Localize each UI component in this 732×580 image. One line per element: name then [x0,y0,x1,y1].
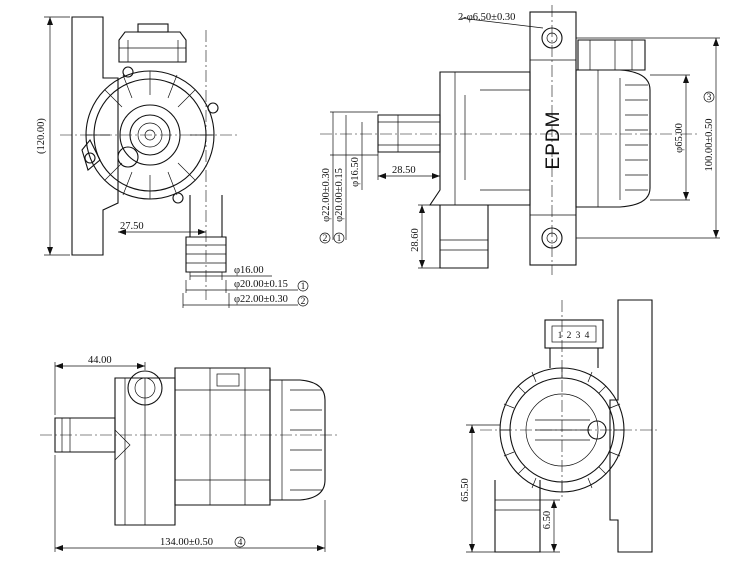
rear-outlet-dim: 65.50 [460,478,471,502]
side-holes-dim: 2-φ6.50±0.30 [458,12,515,23]
side-inlet-len-dim: 28.50 [392,165,416,176]
front-dia2-dim: φ20.00±0.15 [234,279,288,290]
side-dia-b-dim: φ20.00±0.15 [334,168,345,222]
top-inlet-dim: 44.00 [88,355,112,366]
side-dia-a-marker: 2 [323,234,328,244]
side-view: EPDM 2-φ6.50±0.30 100.00±0.50 3 [319,5,720,275]
top-length-marker: 4 [238,538,243,548]
top-length-dim: 134.00±0.50 [160,537,213,548]
side-outlet-len-dim: 28.60 [410,228,421,252]
rear-view: 1 2 3 4 65.50 6.50 [460,299,660,553]
side-pitch-marker: 3 [707,93,712,103]
rear-pin-2: 2 [567,331,572,341]
side-dia-c-dim: φ16.50 [350,157,361,187]
rear-pin-1: 1 [558,331,563,341]
side-motor-dim: φ65.00 [674,123,685,153]
side-logo: EPDM [543,111,564,170]
top-view: 44.00 134.00±0.50 4 [40,355,340,552]
front-view: (120.00) 27.50 φ16.00 φ20.00±0.15 1 φ22.… [36,16,309,308]
rear-pin-4: 4 [585,331,590,341]
rear-pin-3: 3 [576,331,581,341]
side-dia-a-dim: φ22.00±0.30 [321,168,332,222]
front-dia1-dim: φ16.00 [234,265,264,276]
front-offset-dim: 27.50 [120,221,144,232]
front-dia3-dim: φ22.00±0.30 [234,294,288,305]
side-pitch-dim: 100.00±0.50 [704,118,715,171]
side-dia-b-marker: 1 [337,234,342,244]
front-height-dim: (120.00) [36,118,47,154]
rear-wall-dim: 6.50 [542,511,553,529]
front-dia3-marker: 2 [301,297,306,307]
front-dia2-marker: 1 [301,282,306,292]
